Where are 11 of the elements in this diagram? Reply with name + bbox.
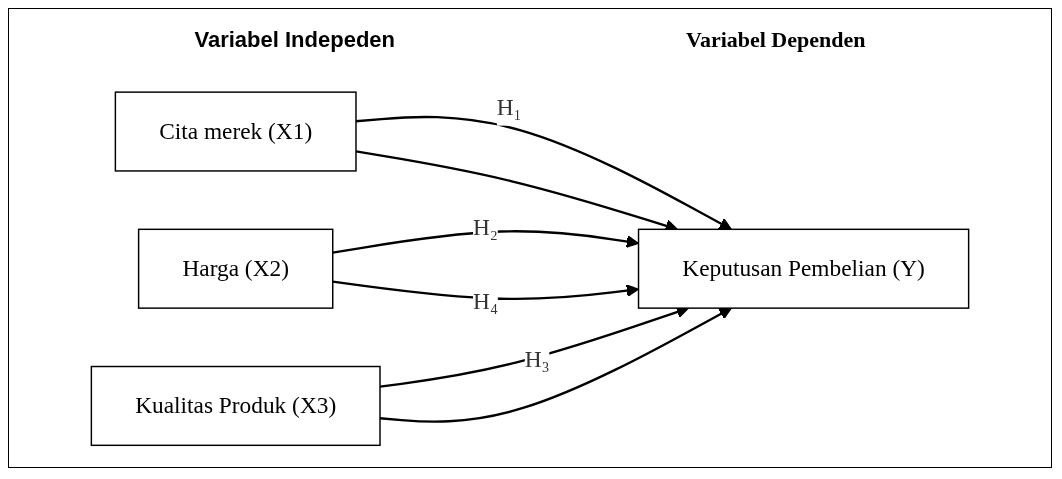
- edge-label: H₃: [524, 346, 550, 372]
- node-box: Harga (X2): [137, 228, 334, 309]
- edge-label: H₂: [473, 214, 499, 240]
- column-heading: Variabel Dependen: [686, 27, 866, 53]
- node-box: Cita merek (X1): [114, 91, 357, 172]
- node-box: Keputusan Pembelian (Y): [637, 228, 970, 309]
- edge-label: H₄: [473, 288, 499, 314]
- node-box: Kualitas Produk (X3): [90, 365, 381, 447]
- edge-label: H₁: [496, 95, 522, 120]
- arrow: [355, 115, 732, 230]
- column-heading: Variabel Indepeden: [194, 27, 395, 53]
